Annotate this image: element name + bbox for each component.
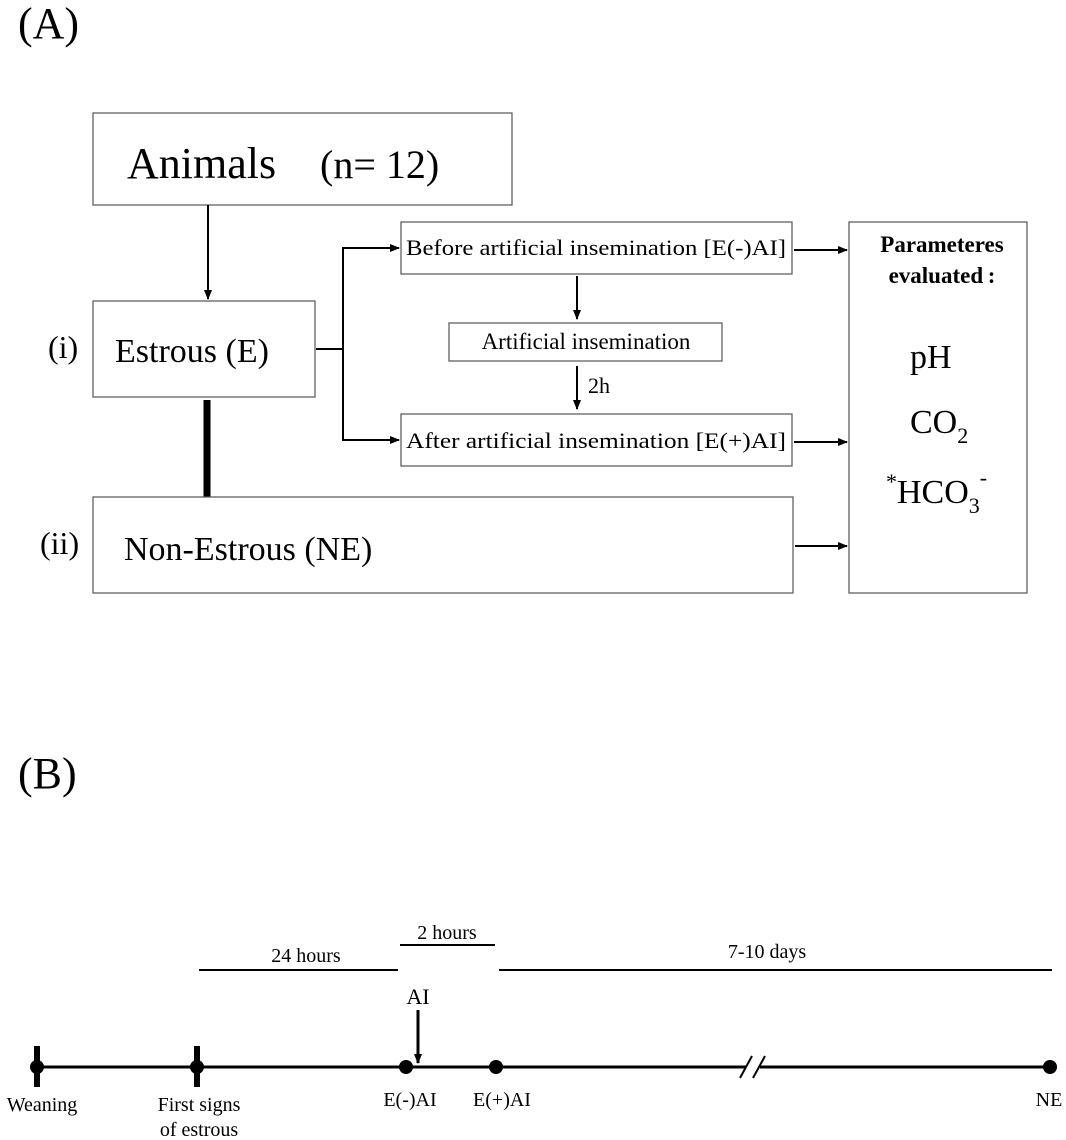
duration-24h-label: 24 hours — [271, 945, 341, 967]
first-signs-label-line2: of estrous — [160, 1119, 239, 1140]
before-ai-label: Before artificial insemination [E(-)AI] — [406, 235, 786, 260]
estrous-label: Estrous (E) — [115, 333, 269, 370]
duration-2h-label: 2 hours — [417, 922, 477, 944]
non-estrous-label: Non-Estrous (NE) — [124, 531, 372, 568]
duration-7-10d-label: 7-10 days — [728, 941, 807, 963]
before-ai-box — [400, 221, 793, 275]
param-co2-subscript: 2 — [957, 423, 968, 448]
weaning-label: Weaning — [7, 1094, 78, 1116]
parameters-title-line1: Parameteres — [880, 232, 1003, 257]
ai-box-label: Artificial insemination — [482, 329, 691, 354]
e-plus-ai-label: E(+)AI — [473, 1089, 531, 1111]
non-estrous-box — [92, 496, 794, 594]
weaning-dot — [30, 1060, 44, 1074]
after-ai-label: After artificial insemination [E(+)AI] — [406, 428, 786, 453]
param-hco3: *HCO3- — [886, 465, 987, 518]
param-hco3-charge: - — [980, 465, 987, 490]
timeline-break-mark-1 — [739, 1055, 753, 1079]
animals-title: Animals — [127, 139, 276, 188]
param-hco3-subscript: 3 — [969, 493, 980, 518]
param-co2-base: CO — [910, 404, 957, 441]
row-label-ii: (ii) — [40, 525, 79, 561]
animals-count: (n= 12) — [320, 142, 439, 187]
parameters-title-line2: evaluated : — [889, 263, 996, 288]
panel-b: (B) 24 hours 2 hours 7-10 days AI Weanin… — [7, 749, 1063, 1140]
e-minus-ai-dot — [399, 1060, 413, 1074]
ai-box — [448, 322, 723, 362]
e-minus-ai-label: E(-)AI — [383, 1089, 436, 1111]
first-signs-dot — [190, 1060, 204, 1074]
ne-label: NE — [1036, 1089, 1063, 1111]
panel-b-label: (B) — [18, 749, 77, 798]
estrous-box — [92, 300, 316, 398]
row-label-i: (i) — [48, 329, 78, 365]
param-co2: CO2 — [910, 404, 968, 448]
param-ph: pH — [910, 339, 952, 376]
panel-a-label: (A) — [18, 0, 79, 48]
ne-dot — [1043, 1060, 1057, 1074]
after-ai-box — [400, 413, 793, 467]
two-hours-label: 2h — [588, 373, 610, 398]
first-signs-label-line1: First signs — [158, 1094, 241, 1116]
ai-arrow-label: AI — [406, 984, 429, 1009]
e-plus-ai-dot — [489, 1060, 503, 1074]
animals-box — [92, 112, 513, 206]
timeline-break-mark-2 — [752, 1055, 766, 1079]
param-hco3-base: HCO — [897, 474, 969, 511]
param-hco3-asterisk: * — [886, 469, 897, 494]
parameters-box — [848, 221, 1028, 594]
panel-a: (A) Animals (n= 12) (i) (ii) Estrous (E)… — [18, 0, 1028, 594]
